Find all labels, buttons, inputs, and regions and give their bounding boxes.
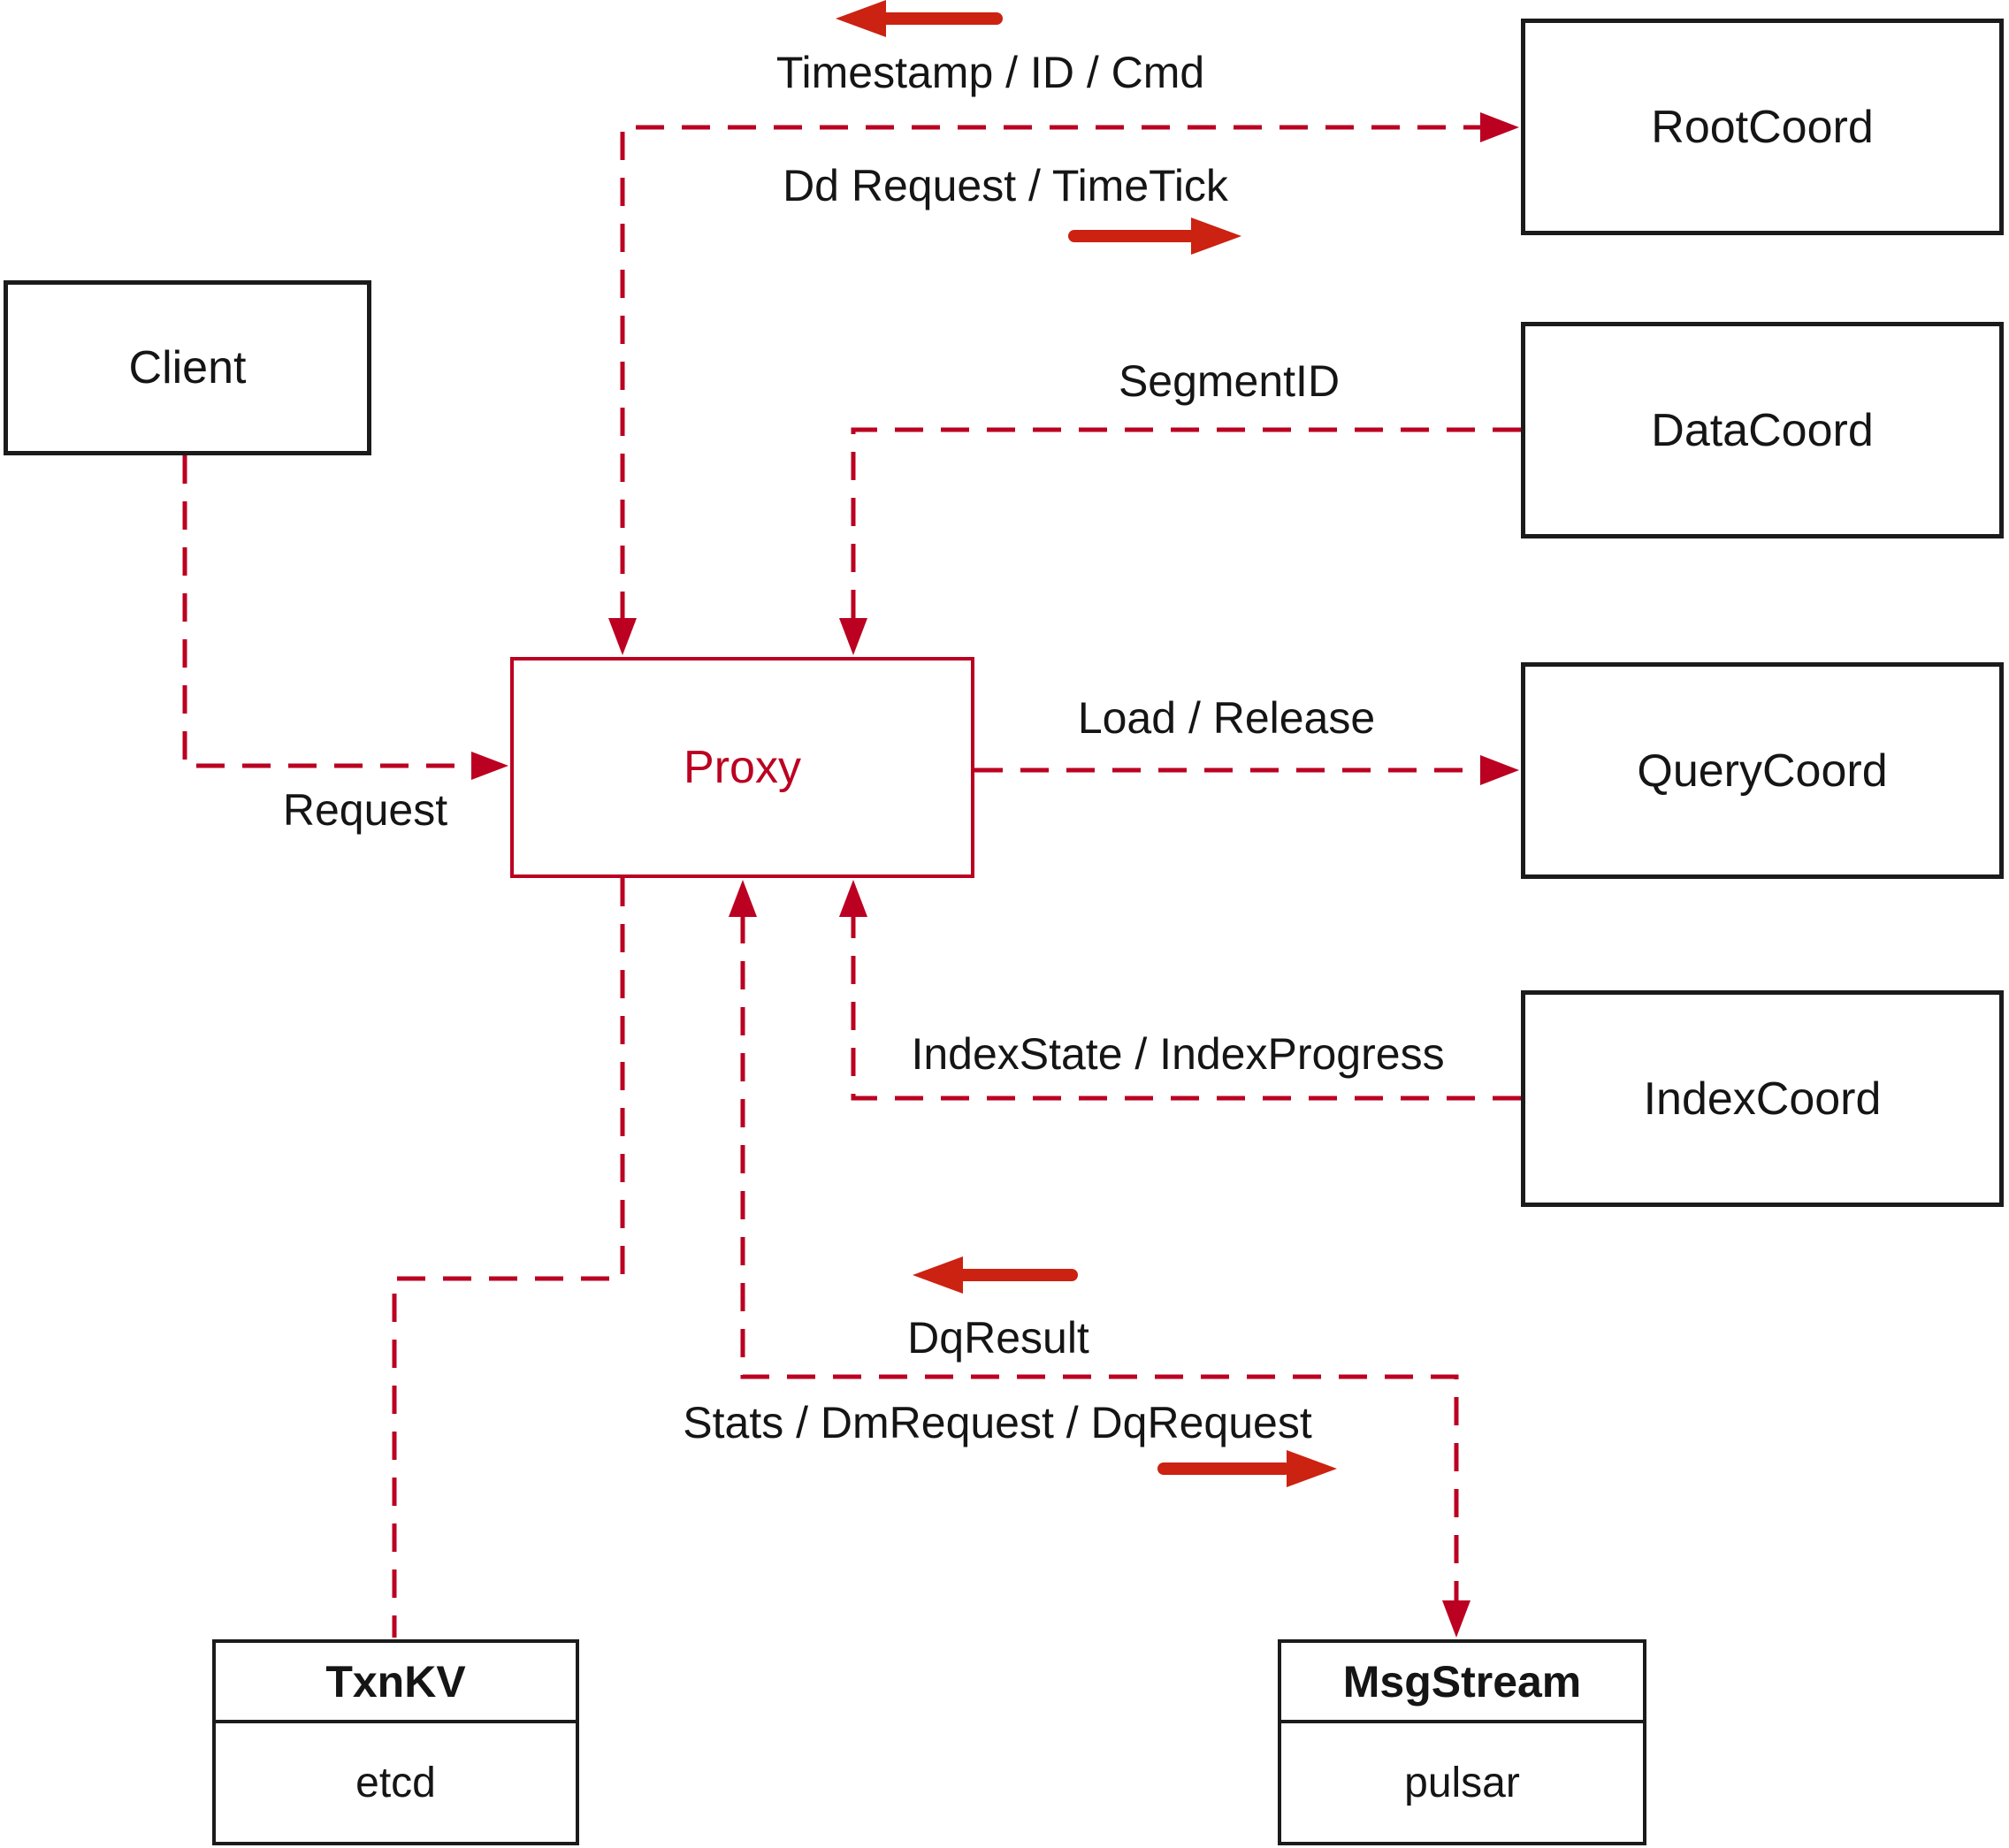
node-indexcoord: IndexCoord (1521, 990, 2004, 1207)
node-datacoord-label: DataCoord (1651, 404, 1874, 456)
arrowhead-into-proxy-bottom-left (729, 880, 757, 917)
edge-label-index-state: IndexState / IndexProgress (911, 1029, 1445, 1079)
edge-client-proxy (182, 455, 473, 768)
node-indexcoord-label: IndexCoord (1643, 1073, 1882, 1125)
node-querycoord: QueryCoord (1521, 662, 2004, 879)
node-datacoord: DataCoord (1521, 322, 2004, 538)
node-msgstream-title: MsgStream (1281, 1643, 1643, 1723)
arrowhead-into-msgstream (1442, 1600, 1470, 1638)
node-client-label: Client (128, 342, 247, 393)
node-txnkv: TxnKV etcd (212, 1639, 579, 1845)
edge-datacoord-proxy (851, 427, 1521, 620)
edge-label-segment-id: SegmentID (1118, 356, 1341, 406)
edge-indexcoord-proxy (851, 915, 1521, 1101)
direction-arrowhead-left-dqresult (913, 1256, 963, 1294)
edge-label-dd-request-timetick: Dd Request / TimeTick (783, 161, 1228, 210)
direction-arrowhead-right-stats (1287, 1450, 1337, 1487)
arrowhead-into-proxy-top-right (839, 618, 867, 655)
node-client: Client (4, 280, 371, 455)
node-querycoord-label: QueryCoord (1637, 745, 1888, 797)
node-txnkv-value: etcd (355, 1759, 436, 1806)
direction-arrowhead-left-timestamp (836, 0, 886, 37)
edge-proxy-rootcoord (620, 125, 1484, 620)
node-rootcoord-label: RootCoord (1651, 101, 1874, 153)
node-proxy: Proxy (510, 657, 974, 878)
edge-label-timestamp-id-cmd: Timestamp / ID / Cmd (775, 48, 1205, 97)
arrowhead-into-proxy-left (471, 752, 508, 780)
direction-arrowhead-right-ddrequest (1191, 218, 1241, 255)
edge-label-load-release: Load / Release (1077, 693, 1376, 743)
edge-proxy-msgstream (740, 915, 1459, 1602)
node-rootcoord: RootCoord (1521, 19, 2004, 235)
node-proxy-label: Proxy (684, 742, 801, 793)
arrowhead-into-proxy-top-left (608, 618, 637, 655)
edge-proxy-txnkv (392, 878, 625, 1638)
edge-label-dq-result: DqResult (907, 1313, 1089, 1363)
node-msgstream-value: pulsar (1404, 1759, 1520, 1806)
edge-label-request: Request (282, 785, 448, 835)
node-msgstream: MsgStream pulsar (1278, 1639, 1646, 1845)
arrowhead-into-querycoord (1480, 755, 1519, 785)
node-txnkv-title: TxnKV (216, 1643, 576, 1723)
arrowhead-into-proxy-bottom-right (839, 880, 867, 917)
edge-label-stats-dm-dq: Stats / DmRequest / DqRequest (683, 1398, 1312, 1447)
arrowhead-into-rootcoord (1480, 112, 1519, 142)
